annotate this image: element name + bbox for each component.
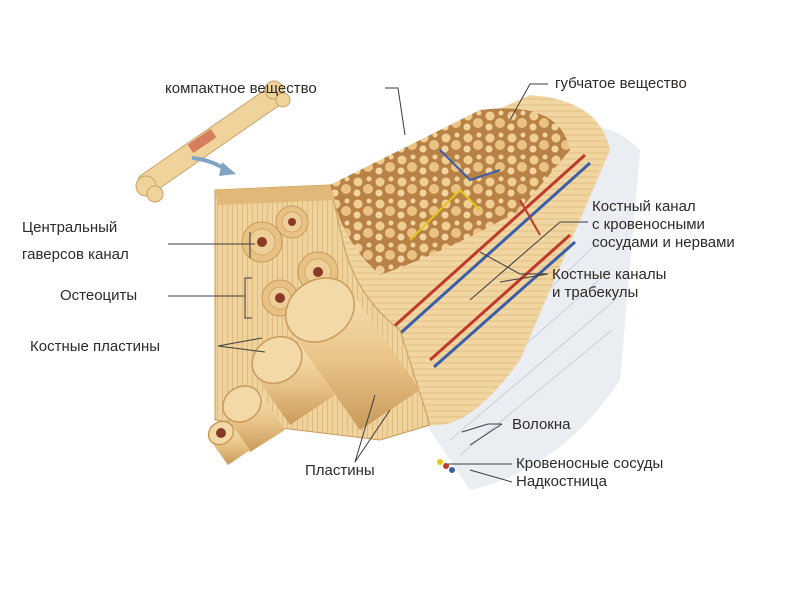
label-bone-plates: Костные пластины [30,338,160,356]
label-central-line1: Центральный [22,219,117,237]
label-periosteum: Надкостница [516,473,607,491]
arrow-icon [192,158,236,176]
label-canal-line2: с кровеносными [592,216,705,234]
label-spongy: губчатое вещество [555,75,687,93]
label-vessels: Кровеносные сосуды [516,455,663,473]
label-canals-line1: Костные каналы [552,266,666,284]
label-central-line2: гаверсов канал [22,246,129,264]
label-canal-line1: Костный канал [592,198,696,216]
bone-thumbnail-icon [136,81,290,202]
label-plates: Пластины [305,462,375,480]
label-canal-line3: сосудами и нервами [592,234,735,252]
label-fibers: Волокна [512,416,570,434]
label-osteocytes: Остеоциты [60,287,137,305]
label-canals-line2: и трабекулы [552,284,638,302]
label-compact: компактное вещество [165,80,317,98]
